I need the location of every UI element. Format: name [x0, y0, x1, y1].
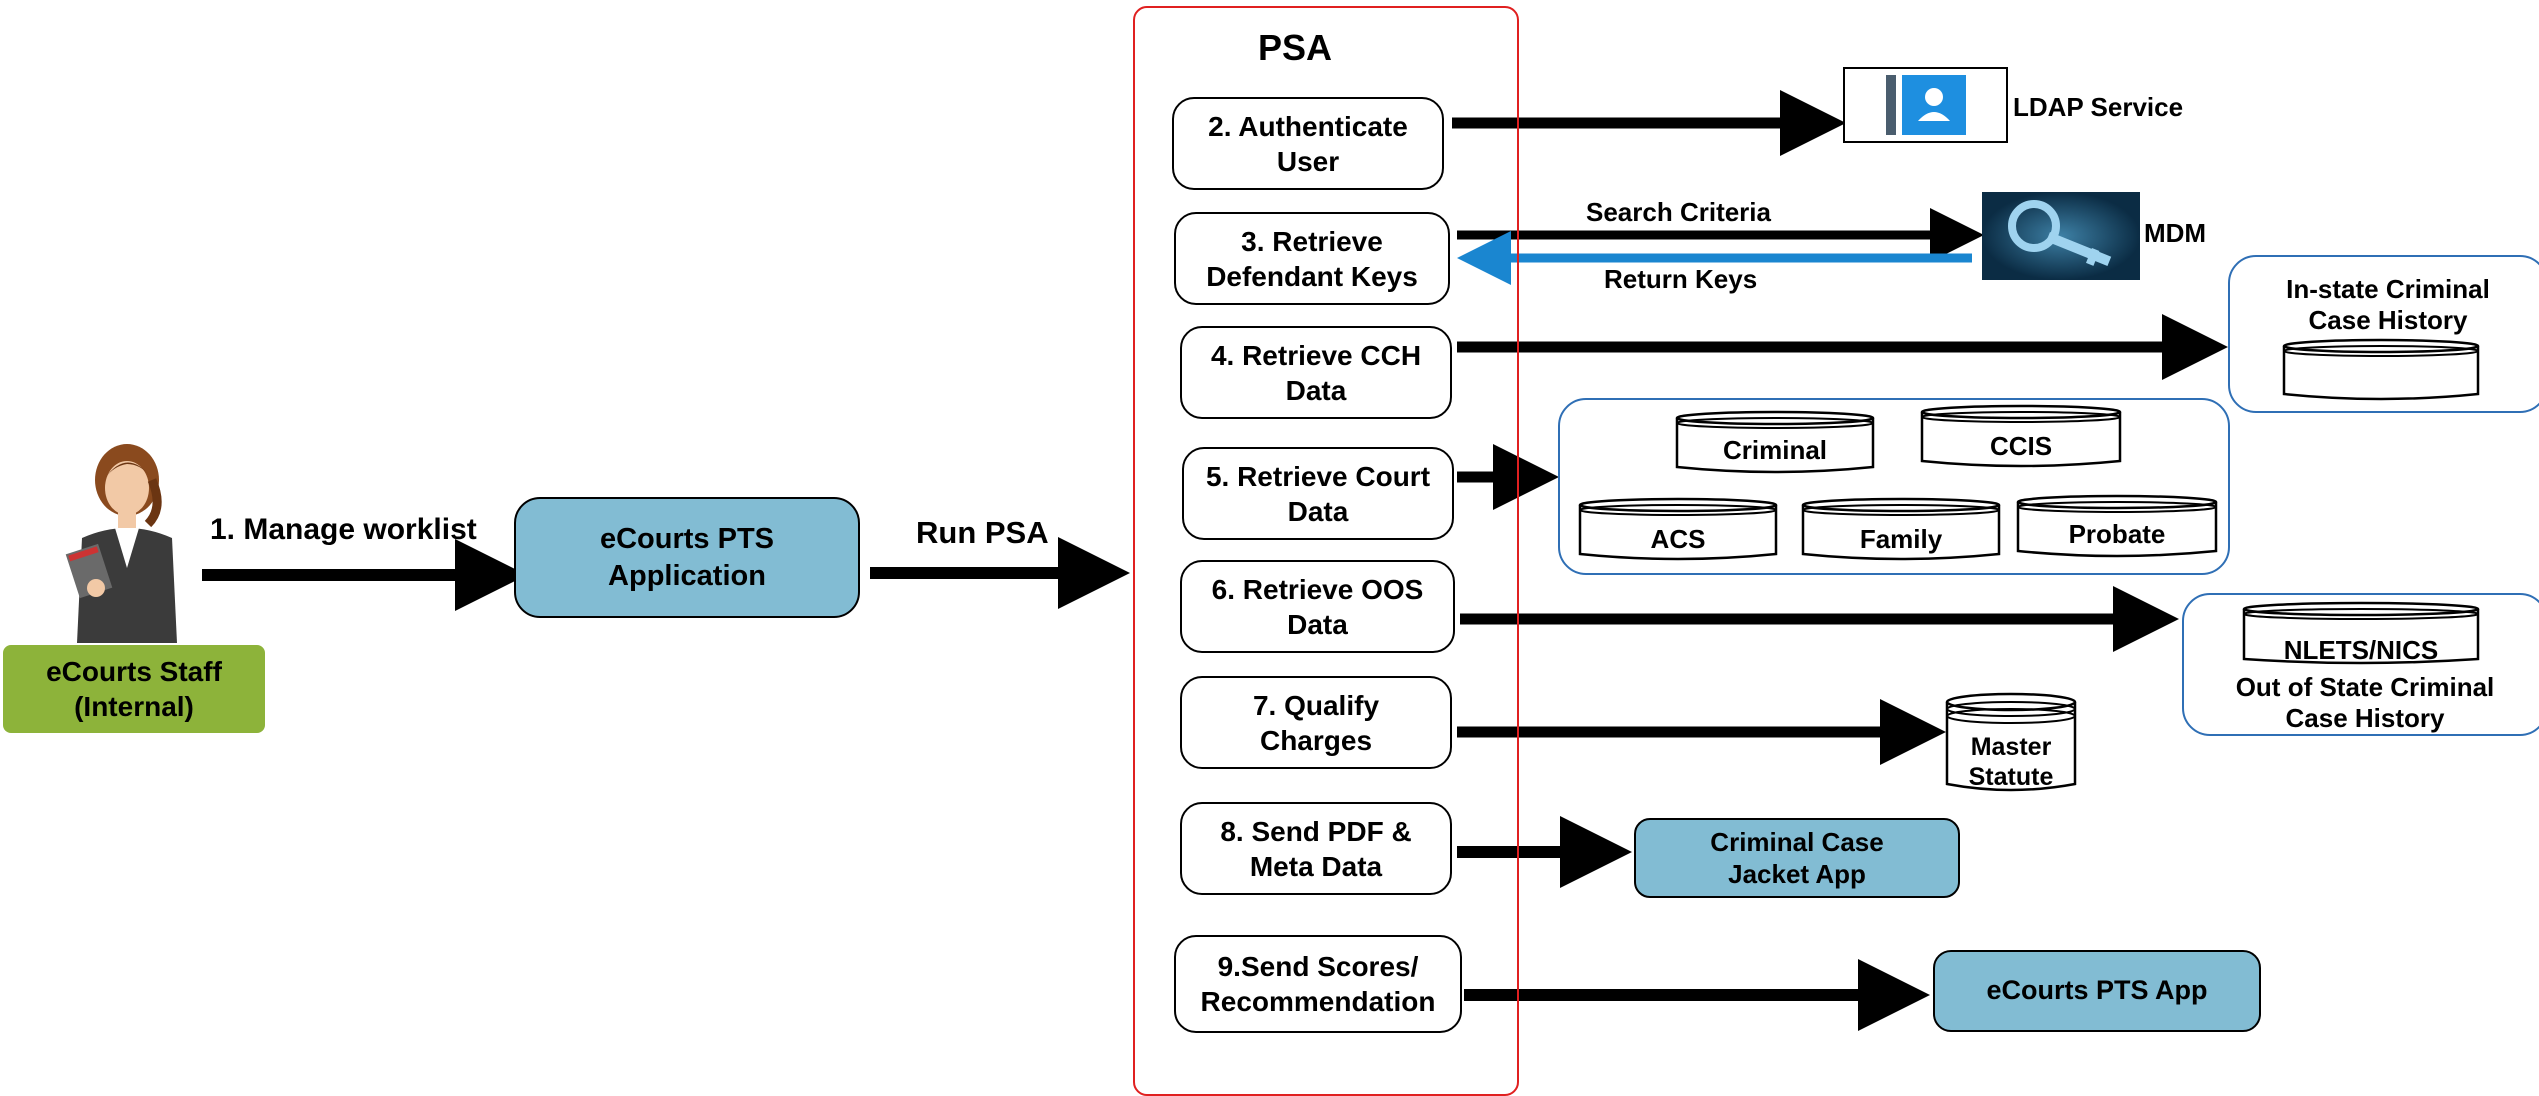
database-cylinder-icon	[1920, 404, 2122, 468]
mdm-label: MDM	[2144, 218, 2207, 248]
db-nlets-nics: NLETS/NICS	[2242, 601, 2480, 667]
step-retrieve-cch-data[interactable]: 4. Retrieve CCH Data	[1180, 326, 1452, 419]
db-criminal: Criminal	[1675, 409, 1875, 477]
psa-title: PSA	[1258, 27, 1333, 68]
step-qualify-charges[interactable]: 7. Qualify Charges	[1180, 676, 1452, 769]
oos-cch-group	[2182, 593, 2539, 736]
instate-cch-label: In-state Criminal Case History	[2286, 274, 2490, 336]
db-family-label: Family	[1859, 524, 1943, 554]
ldap-service-label: LDAP Service	[2013, 92, 2184, 122]
person-figure-icon	[65, 444, 177, 643]
ecourts-pts-application[interactable]: eCourts PTS Application	[514, 497, 860, 618]
database-cylinder-icon	[1578, 497, 1778, 561]
db-acs: ACS	[1578, 496, 1778, 564]
manage-worklist-label: 1. Manage worklist	[210, 513, 477, 546]
step-retrieve-oos-data[interactable]: 6. Retrieve OOS Data	[1180, 560, 1455, 653]
step-retrieve-defendant-keys[interactable]: 3. Retrieve Defendant Keys	[1174, 212, 1450, 305]
db-master-statute: Master Statute	[1945, 692, 2077, 796]
user-card-icon	[1886, 75, 1966, 135]
nlets-nics-label: NLETS/NICS	[2283, 635, 2439, 665]
return-keys-label: Return Keys	[1604, 264, 1758, 294]
oos-cch-label: Out of State Criminal Case History	[2235, 672, 2495, 734]
search-criteria-label: Search Criteria	[1586, 197, 1771, 227]
ecourts-pts-app[interactable]: eCourts PTS App	[1933, 950, 2261, 1032]
database-cylinder-icon	[2016, 494, 2218, 558]
db-family: Family	[1801, 496, 2001, 564]
db-criminal-label: Criminal	[1722, 435, 1828, 465]
db-ccis: CCIS	[1920, 403, 2122, 471]
db-probate: Probate	[2016, 493, 2218, 561]
step-send-pdf-meta-data[interactable]: 8. Send PDF & Meta Data	[1180, 802, 1452, 895]
database-cylinder-icon	[1945, 692, 2077, 792]
court-databases-group	[1558, 398, 2230, 575]
staff-label: eCourts Staff (Internal)	[3, 645, 265, 733]
db-ccis-label: CCIS	[1989, 431, 2053, 461]
db-acs-label: ACS	[1650, 524, 1706, 554]
database-cylinder-icon	[2282, 338, 2480, 401]
instate-cch-group	[2228, 255, 2539, 413]
step-retrieve-court-data[interactable]: 5. Retrieve Court Data	[1182, 447, 1454, 540]
key-icon	[1982, 192, 2140, 280]
database-cylinder-icon	[1675, 410, 1875, 474]
criminal-case-jacket-app[interactable]: Criminal Case Jacket App	[1634, 818, 1960, 898]
master-statute-label: Master Statute	[1968, 733, 2054, 791]
database-cylinder-icon	[1801, 497, 2001, 561]
run-psa-label: Run PSA	[916, 515, 1049, 550]
db-probate-label: Probate	[2068, 519, 2166, 549]
step-authenticate-user[interactable]: 2. Authenticate User	[1172, 97, 1444, 190]
database-cylinder-icon	[2242, 601, 2480, 665]
step-send-scores-recommendation[interactable]: 9.Send Scores/ Recommendation	[1174, 935, 1462, 1033]
